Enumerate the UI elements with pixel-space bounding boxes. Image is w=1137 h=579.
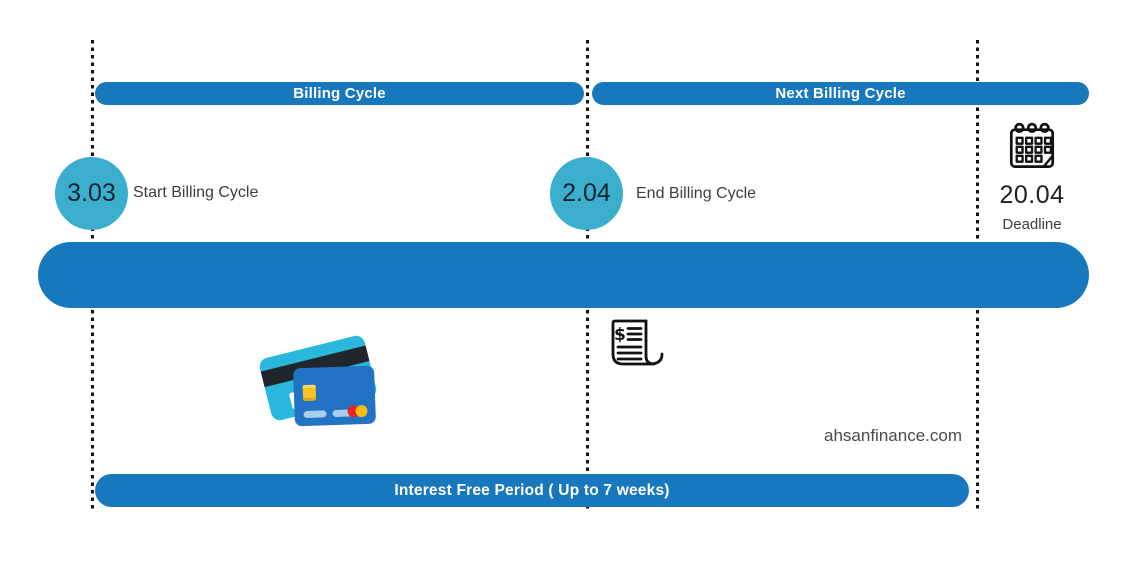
- deadline-group: 20.04 Deadline: [993, 118, 1071, 233]
- card-number-placeholder: [303, 410, 327, 419]
- website-credit: ahsanfinance.com: [824, 426, 962, 445]
- receipt-icon: $: [611, 319, 664, 366]
- credit-cards-icon: [256, 330, 386, 432]
- svg-text:$: $: [614, 325, 626, 345]
- front-card: [293, 365, 376, 427]
- start-date-badge: 3.03: [55, 157, 128, 230]
- interest-free-period-bar: Interest Free Period ( Up to 7 weeks): [95, 474, 969, 507]
- end-date-badge: 2.04: [550, 157, 623, 230]
- end-date-label: End Billing Cycle: [636, 185, 757, 202]
- timeline-bar: [38, 242, 1089, 308]
- card-chip: [302, 384, 317, 402]
- deadline-label: Deadline: [1002, 216, 1062, 233]
- billing-cycle-bar-label: Billing Cycle: [293, 85, 386, 102]
- card-logo-yellow-circle: [355, 404, 368, 418]
- next-billing-cycle-bar-label: Next Billing Cycle: [775, 85, 906, 102]
- billing-cycle-bar: Billing Cycle: [95, 82, 584, 105]
- calendar-icon: [1009, 122, 1055, 168]
- interest-free-period-label: Interest Free Period ( Up to 7 weeks): [394, 481, 670, 499]
- start-date-label: Start Billing Cycle: [133, 184, 259, 201]
- next-billing-cycle-bar: Next Billing Cycle: [592, 82, 1089, 105]
- deadline-date: 20.04: [999, 181, 1065, 209]
